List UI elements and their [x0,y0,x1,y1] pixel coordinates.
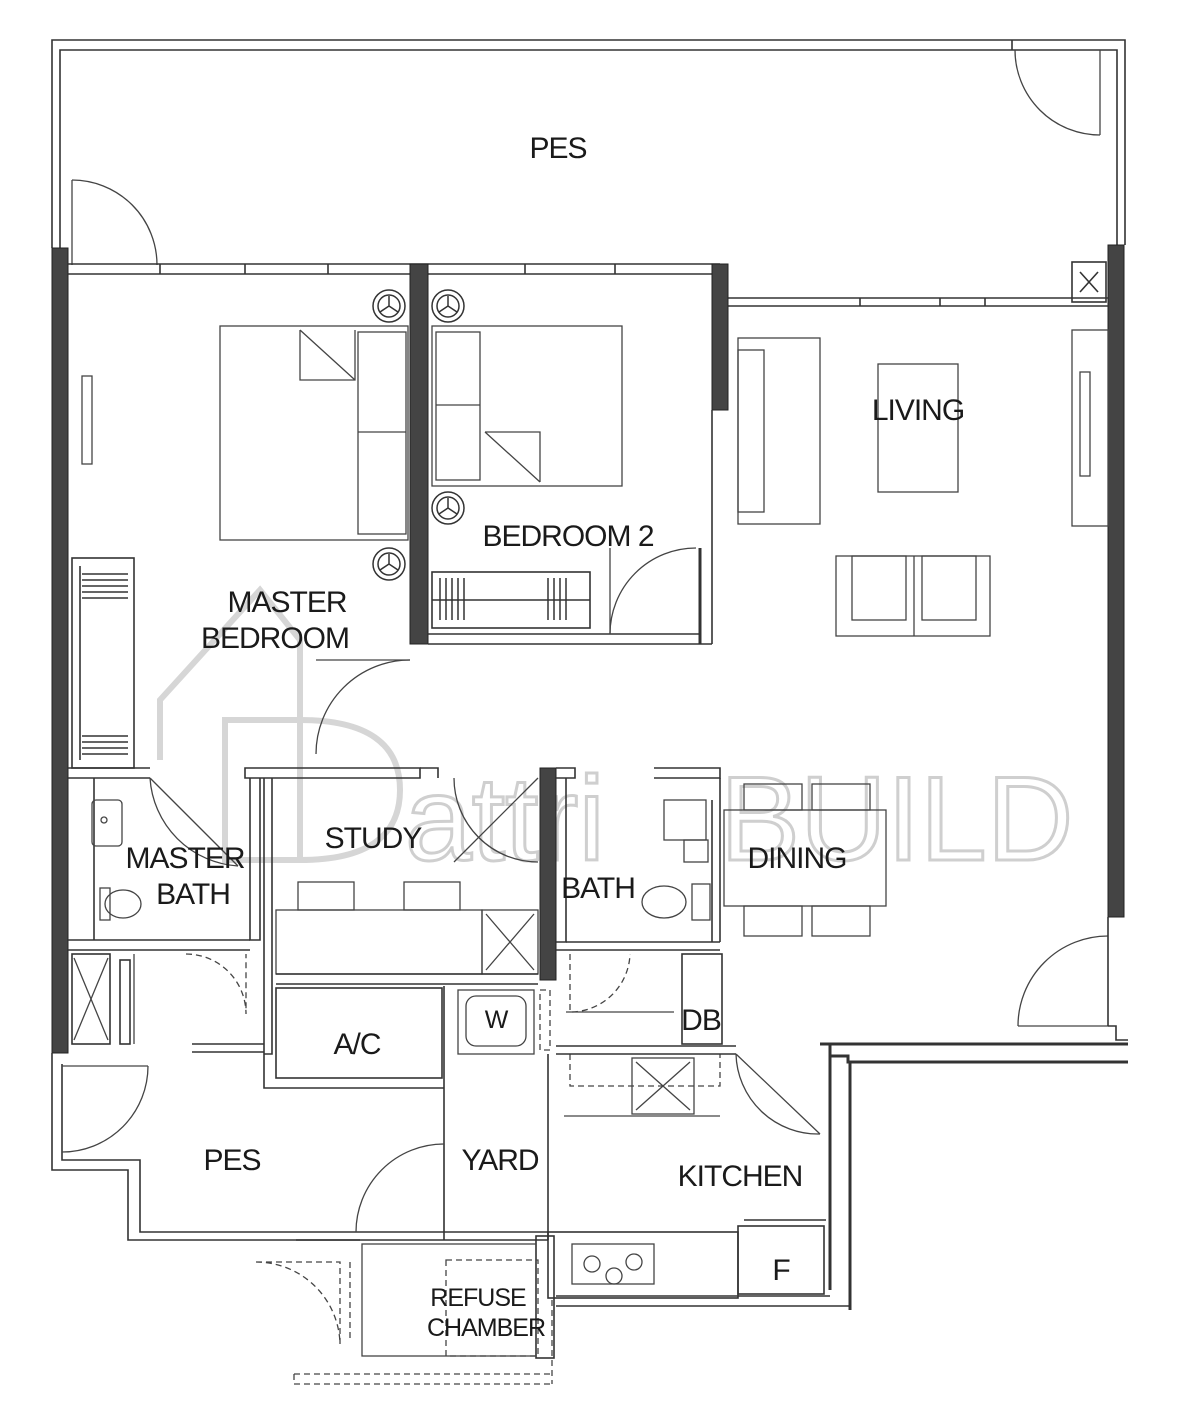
door-pes-top-left[interactable] [71,179,158,266]
fan-icon [431,289,465,323]
middle-walls [68,767,721,1055]
master-bath-fixtures [91,777,239,921]
label-refuse-1: REFUSE [430,1284,526,1312]
label-pes-top: PES [529,132,586,165]
label-db: DB [681,1004,721,1037]
door-pes-top-right[interactable] [1014,49,1101,136]
label-master-bedroom-1: MASTER [227,586,346,619]
door-yard[interactable] [355,1143,445,1233]
label-fridge: F [772,1254,790,1287]
label-ac: A/C [333,1028,380,1061]
study-furniture [297,777,539,911]
door-kitchen[interactable] [735,1053,821,1135]
label-yard: YARD [461,1144,538,1177]
door-pes-bottom[interactable] [61,1065,149,1153]
living-furniture [737,329,1109,637]
label-master-bath-1: MASTER [125,842,244,875]
fan-icon [372,547,406,581]
label-living: LIVING [872,394,964,427]
label-washer: W [485,1006,509,1034]
label-master-bath-2: BATH [156,878,230,911]
door-master-bedroom[interactable] [315,659,411,755]
door-master-bath[interactable] [149,777,239,867]
fan-icon [431,491,465,525]
bath-fixtures [641,799,711,921]
master-bedroom-furniture [71,289,409,769]
pes-top-balcony [51,39,1126,266]
label-dining: DINING [748,842,847,875]
bedroom2-furniture [431,289,697,635]
label-bedroom2: BEDROOM 2 [482,520,653,553]
lower-walls [51,953,1128,1385]
door-study[interactable] [453,777,539,863]
label-study: STUDY [325,822,423,855]
room-labels: PES LIVING BEDROOM 2 MASTER BEDROOM STUD… [125,132,965,1342]
watermark-suffix: BUILD [720,752,1073,886]
fan-icon [372,289,406,323]
label-refuse-2: CHAMBER [427,1314,545,1342]
label-master-bedroom-2: BEDROOM [201,622,349,655]
outer-walls [51,244,1125,1054]
label-kitchen: KITCHEN [678,1160,803,1193]
door-bedroom2[interactable] [609,547,697,635]
door-living-right[interactable] [1017,917,1128,1041]
label-pes-bottom: PES [203,1144,260,1177]
label-bath: BATH [561,872,635,905]
dining-furniture [723,783,887,937]
